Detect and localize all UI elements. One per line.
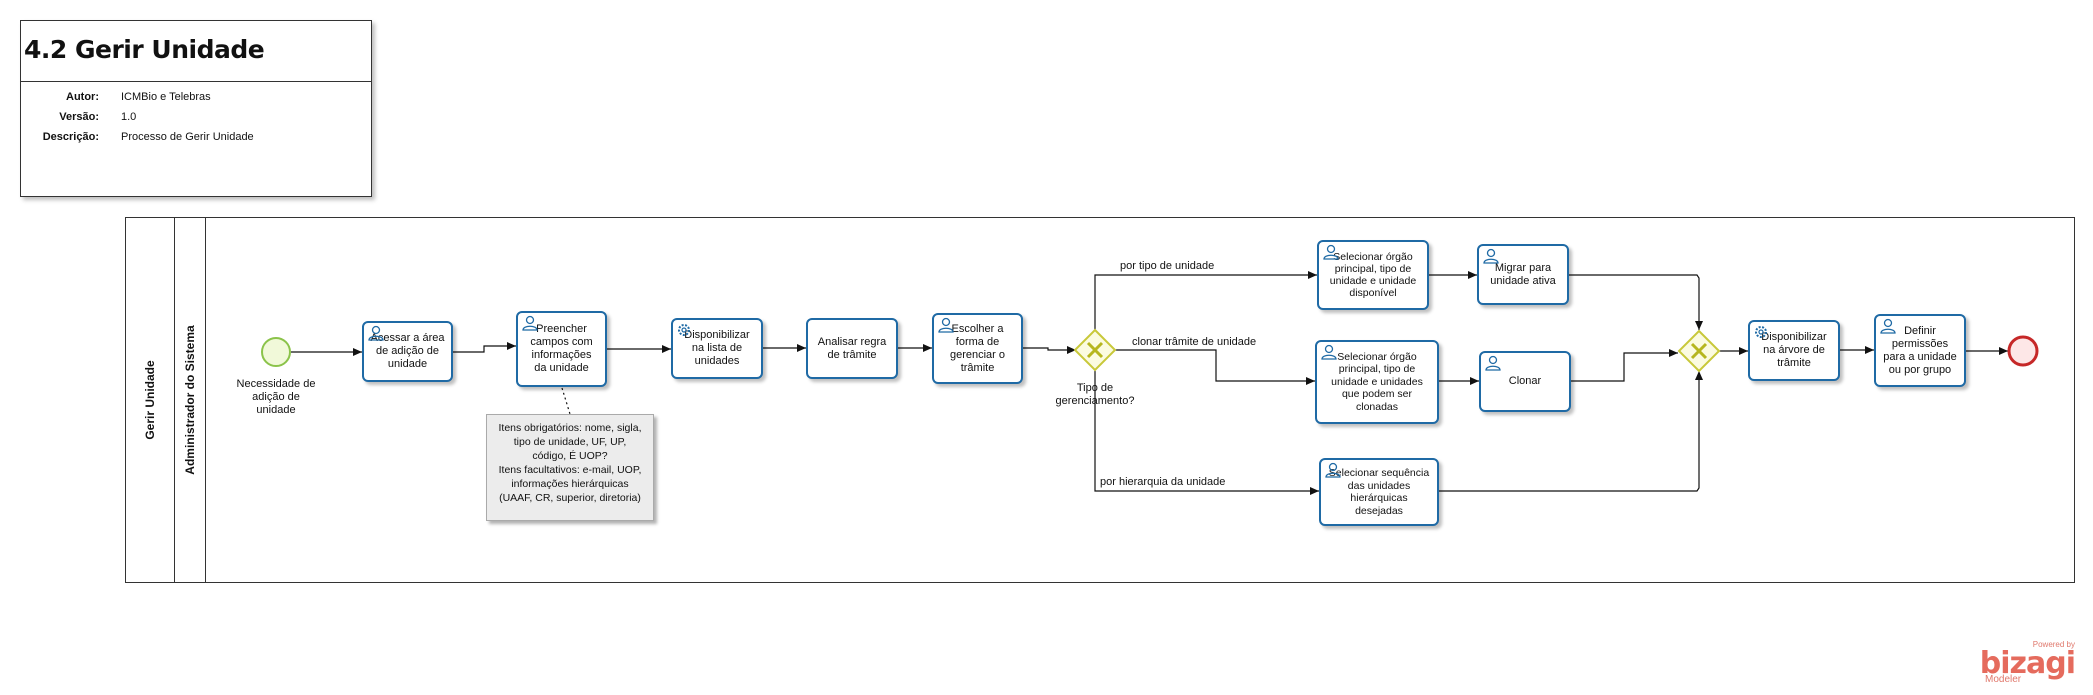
task-clone[interactable]: Clonar: [1479, 351, 1571, 412]
flow-gateway-by-hierarchy: [1094, 370, 1319, 495]
annotation-line: (UAAF, CR, superior, diretoria): [499, 492, 641, 504]
task-label: Escolher a forma de gerenciar o trâmite: [949, 322, 1006, 374]
task-permissions[interactable]: Definir permissões para a unidade ou por…: [1874, 314, 1966, 387]
service-task-icon: [1755, 326, 1767, 338]
powered-by-text: Powered by: [2032, 640, 2075, 649]
annotation-association: [561, 387, 571, 415]
flow-gateway-by-type: [1094, 271, 1317, 330]
flow-access-to-fill: [453, 342, 516, 353]
gateway-label: Tipo de gerenciamento?: [1055, 382, 1135, 407]
flow-hierarchy-to-merge: [1439, 371, 1703, 492]
start-event: [261, 337, 291, 367]
user-task-icon: [522, 315, 538, 331]
diagram-title: 4.2 Gerir Unidade: [24, 35, 265, 64]
annotation-line: informações hierárquicas: [511, 478, 629, 490]
author-label: Autor:: [66, 91, 99, 103]
task-analyze-rule[interactable]: Analisar regra de trâmite: [806, 318, 898, 379]
description-value: Processo de Gerir Unidade: [121, 131, 254, 143]
author-value: ICMBio e Telebras: [121, 91, 211, 103]
exclusive-gateway-split: [1073, 328, 1117, 372]
diagram-header: 4.2 Gerir Unidade Autor: ICMBio e Telebr…: [20, 20, 372, 197]
exclusive-gateway-merge: [1677, 329, 1721, 373]
header-divider: [21, 81, 371, 82]
task-choose-management[interactable]: Escolher a forma de gerenciar o trâmite: [932, 313, 1023, 384]
user-task-icon: [1485, 355, 1501, 371]
task-tree[interactable]: Disponibilizar na árvore de trâmite: [1748, 320, 1840, 381]
task-label: Definir permissões para a unidade ou por…: [1883, 324, 1957, 376]
user-task-icon: [1880, 318, 1896, 334]
annotation-line: Itens facultativos: e-mail, UOP,: [498, 464, 642, 476]
logo-product: Modeler: [1985, 674, 2022, 685]
user-task-icon: [1323, 244, 1339, 260]
flow-label-clone: clonar trâmite de unidade: [1132, 336, 1257, 348]
task-access-area[interactable]: Acessar a área de adição de unidade: [362, 321, 453, 382]
task-label: Migrar para unidade ativa: [1490, 261, 1556, 287]
task-label: Selecionar órgão principal, tipo de unid…: [1331, 350, 1423, 413]
task-label: Selecionar órgão principal, tipo de unid…: [1329, 251, 1417, 299]
flow-label-by-hierarchy: por hierarquia da unidade: [1100, 476, 1226, 488]
task-label: Selecionar sequência das unidades hierár…: [1328, 467, 1430, 517]
task-fill-fields[interactable]: Preencher campos com informações da unid…: [516, 311, 607, 387]
task-label: Preencher campos com informações da unid…: [530, 323, 593, 374]
flow-label-by-type: por tipo de unidade: [1120, 260, 1215, 272]
version-value: 1.0: [121, 111, 137, 123]
user-task-icon: [368, 325, 384, 341]
task-select-by-type[interactable]: Selecionar órgão principal, tipo de unid…: [1317, 240, 1429, 310]
logo-wordmark: bizagi: [1979, 646, 2076, 681]
task-label: Analisar regra de trâmite: [817, 335, 887, 361]
flow-clone-to-merge: [1571, 349, 1678, 382]
text-annotation: Itens obrigatórios: nome, sigla, tipo de…: [486, 414, 654, 521]
annotation-line: Itens obrigatórios: nome, sigla,: [498, 422, 642, 434]
user-task-icon: [1325, 462, 1341, 478]
description-label: Descrição:: [42, 131, 99, 143]
user-task-icon: [938, 317, 954, 333]
task-select-hierarchy[interactable]: Selecionar sequência das unidades hierár…: [1319, 458, 1439, 526]
flow-migrate-to-merge: [1569, 274, 1703, 330]
task-label: Clonar: [1508, 375, 1542, 387]
flow-choose-to-gateway: [1023, 346, 1076, 354]
pool: Gerir Unidade Administrador do Sistema: [125, 217, 2075, 583]
user-task-icon: [1483, 248, 1499, 264]
start-event-label: Necessidade de adição de unidade: [236, 378, 316, 416]
annotation-line: tipo de unidade, UF, UP,: [513, 436, 627, 448]
pool-header: Gerir Unidade: [126, 218, 175, 582]
lane-header: Administrador do Sistema: [175, 218, 206, 582]
end-event: [2007, 335, 2039, 367]
task-list-units[interactable]: Disponibilizar na lista de unidades: [671, 318, 763, 379]
annotation-line: código, É UOP?: [532, 450, 608, 462]
flow-gateway-clone: [1114, 349, 1315, 385]
task-label: Disponibilizar na árvore de trâmite: [1761, 331, 1827, 369]
task-migrate[interactable]: Migrar para unidade ativa: [1477, 244, 1569, 305]
task-select-to-clone[interactable]: Selecionar órgão principal, tipo de unid…: [1315, 340, 1439, 424]
bizagi-logo: Powered by bizagi Modeler: [1980, 640, 2076, 685]
task-label: Acessar a área de adição de unidade: [370, 332, 445, 370]
task-label: Disponibilizar na lista de unidades: [684, 329, 750, 367]
version-label: Versão:: [59, 111, 99, 123]
service-task-icon: [678, 324, 690, 336]
user-task-icon: [1321, 344, 1337, 360]
